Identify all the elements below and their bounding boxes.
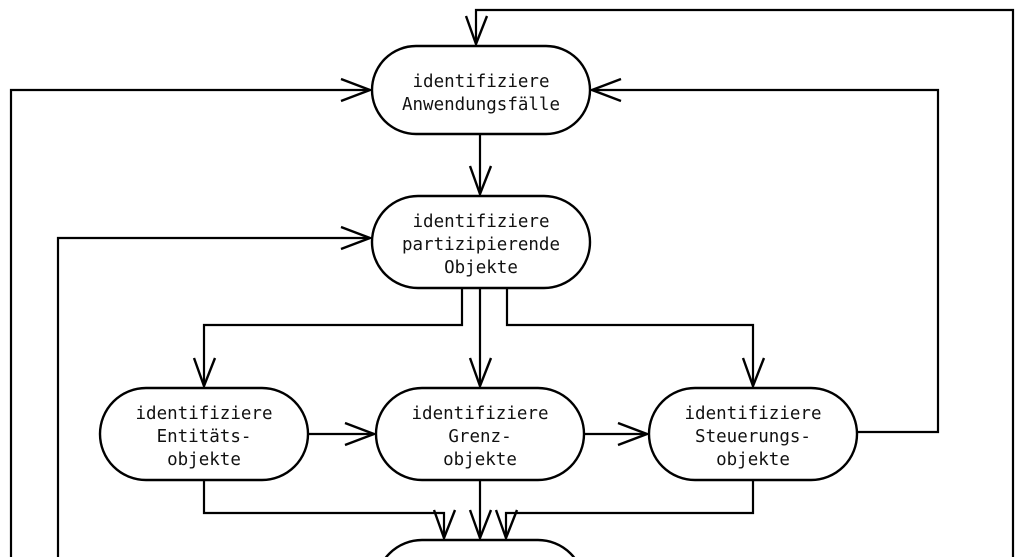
edge-partizipierende-to-steuerungsobjekte <box>505 288 766 390</box>
edge-entitaetsobjekte-to-bottom <box>202 480 457 542</box>
edge-partizipierende-to-grenzobjekte <box>468 288 493 390</box>
node-label-line2: partizipierende <box>402 235 560 255</box>
node-label-line1: identifiziere <box>136 404 273 424</box>
node-label-line1: identifiziere <box>685 404 822 424</box>
edge-left-feedback-into-partizipierende <box>56 225 374 557</box>
node-label-line3: objekte <box>443 450 517 470</box>
node-label-line2: Grenz- <box>448 427 511 447</box>
node-label-line3: objekte <box>167 450 241 470</box>
node-label-line2: Steuerungs- <box>695 427 811 447</box>
node-identifiziere-anwendungsfaelle[interactable]: identifiziere Anwendungsfälle <box>370 44 592 136</box>
node-label-line1: identifiziere <box>413 72 550 92</box>
edge-left-feedback-into-anwendungsfaelle <box>9 77 374 557</box>
node-identifiziere-steuerungsobjekte[interactable]: identifiziere Steuerungs- objekte <box>647 386 859 482</box>
bottom-node-partial[interactable] <box>376 538 584 557</box>
edge-partizipierende-to-entitaetsobjekte <box>192 288 464 390</box>
node-identifiziere-grenzobjekte[interactable]: identifiziere Grenz- objekte <box>374 386 586 482</box>
node-identifiziere-entitaetsobjekte[interactable]: identifiziere Entitäts- objekte <box>98 386 310 482</box>
edge-steuerungsobjekte-to-bottom <box>494 480 755 542</box>
edge-grenzobjekte-to-bottom <box>468 480 493 542</box>
node-label-line2: Anwendungsfälle <box>402 95 560 115</box>
edge-anwendungsfaelle-to-partizipierende <box>468 134 493 198</box>
edge-top-feedback-into-anwendungsfaelle <box>464 8 1015 557</box>
node-label-line3: Objekte <box>444 258 518 278</box>
node-identifiziere-partizipierende-objekte[interactable]: identifiziere partizipierende Objekte <box>370 194 592 290</box>
node-label-line2: Entitäts- <box>157 427 252 447</box>
node-label-line1: identifiziere <box>412 404 549 424</box>
node-label-line3: objekte <box>716 450 790 470</box>
edge-right-feedback-into-anwendungsfaelle <box>588 77 940 434</box>
node-label-line1: identifiziere <box>413 212 550 232</box>
edge-grenzobjekte-to-steuerungsobjekte <box>584 421 651 447</box>
edge-entitaetsobjekte-to-grenzobjekte <box>308 421 378 447</box>
